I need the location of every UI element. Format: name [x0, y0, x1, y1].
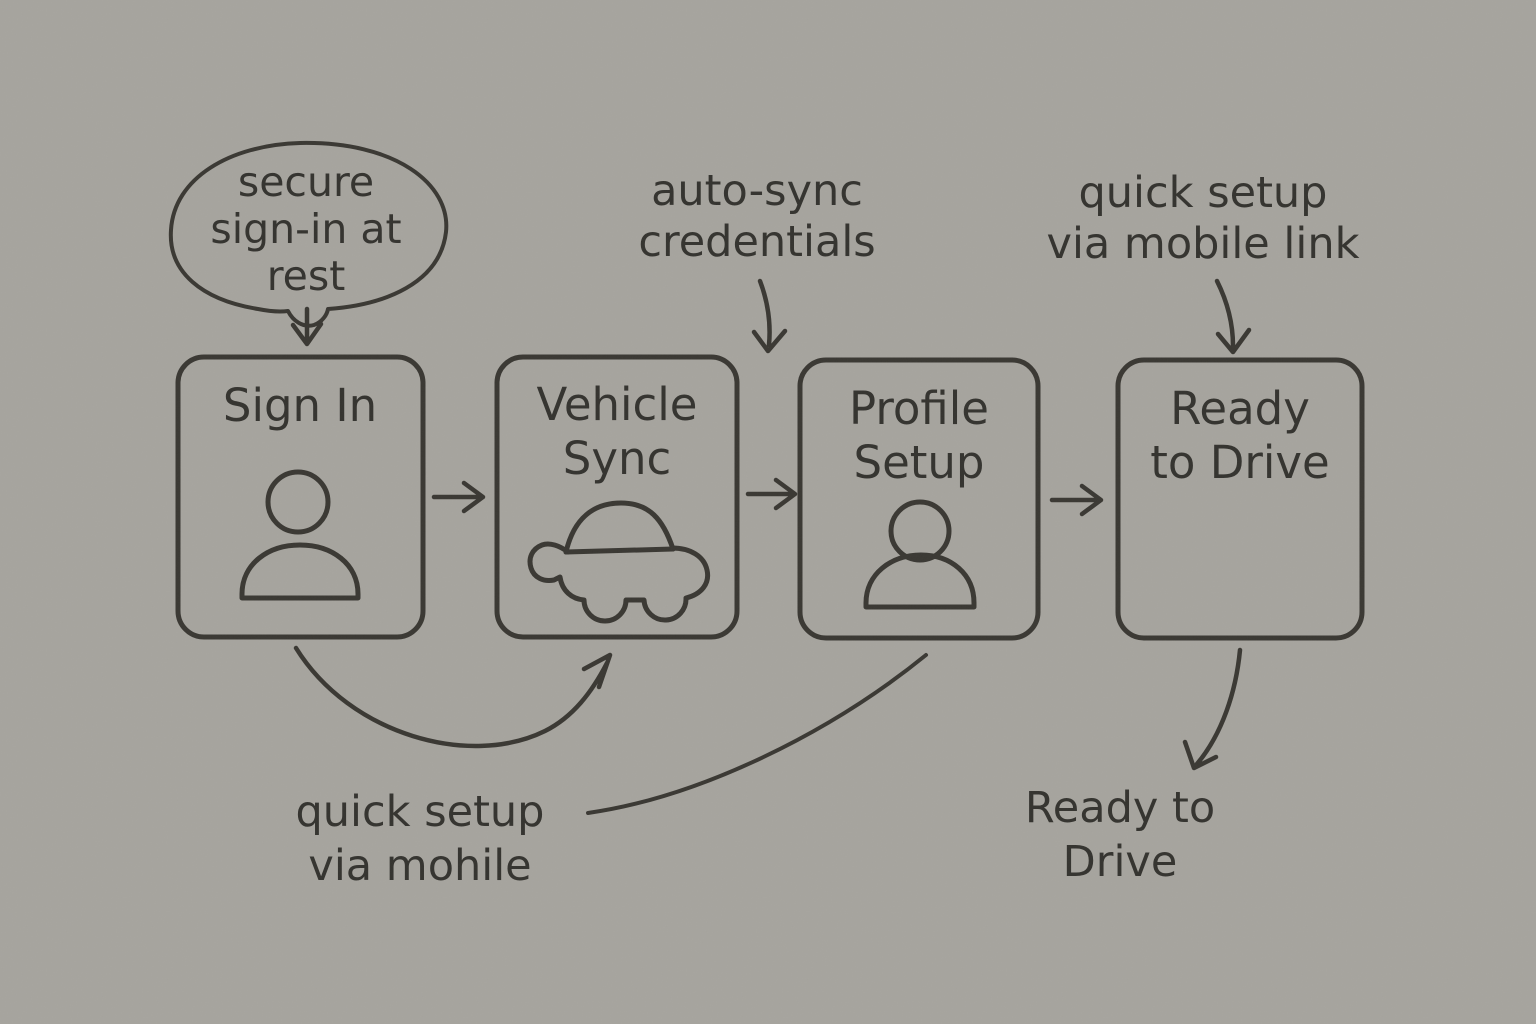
annotation-mobile-link-line-2: via mobile link — [1047, 219, 1360, 269]
bubble-line-3: rest — [267, 252, 346, 300]
box-sign-in-title: Sign In — [223, 379, 377, 432]
bubble-line-1: secure — [238, 158, 374, 206]
annotation-quick-mohile-line-1: quick setup — [296, 787, 545, 837]
box-ready-to-drive-title-2: to Drive — [1150, 436, 1329, 489]
bubble-line-2: sign-in at — [210, 205, 401, 253]
box-profile-setup-title-1: Profile — [849, 382, 989, 435]
box-vehicle-sync-title-2: Sync — [563, 432, 671, 485]
annotation-quick-mohile-line-2: via mohile — [308, 841, 531, 891]
box-profile-setup-title-2: Setup — [854, 436, 985, 489]
annotation-ready-drive-line-2: Drive — [1063, 837, 1178, 887]
annotation-mobile-link-line-1: quick setup — [1079, 168, 1328, 218]
box-vehicle-sync-title-1: Vehicle — [537, 378, 698, 431]
annotation-auto-sync-line-1: auto-sync — [651, 166, 863, 216]
annotation-ready-drive-line-1: Ready to — [1025, 783, 1215, 833]
box-ready-to-drive-title-1: Ready — [1170, 382, 1310, 435]
annotation-auto-sync-line-2: credentials — [638, 217, 875, 267]
